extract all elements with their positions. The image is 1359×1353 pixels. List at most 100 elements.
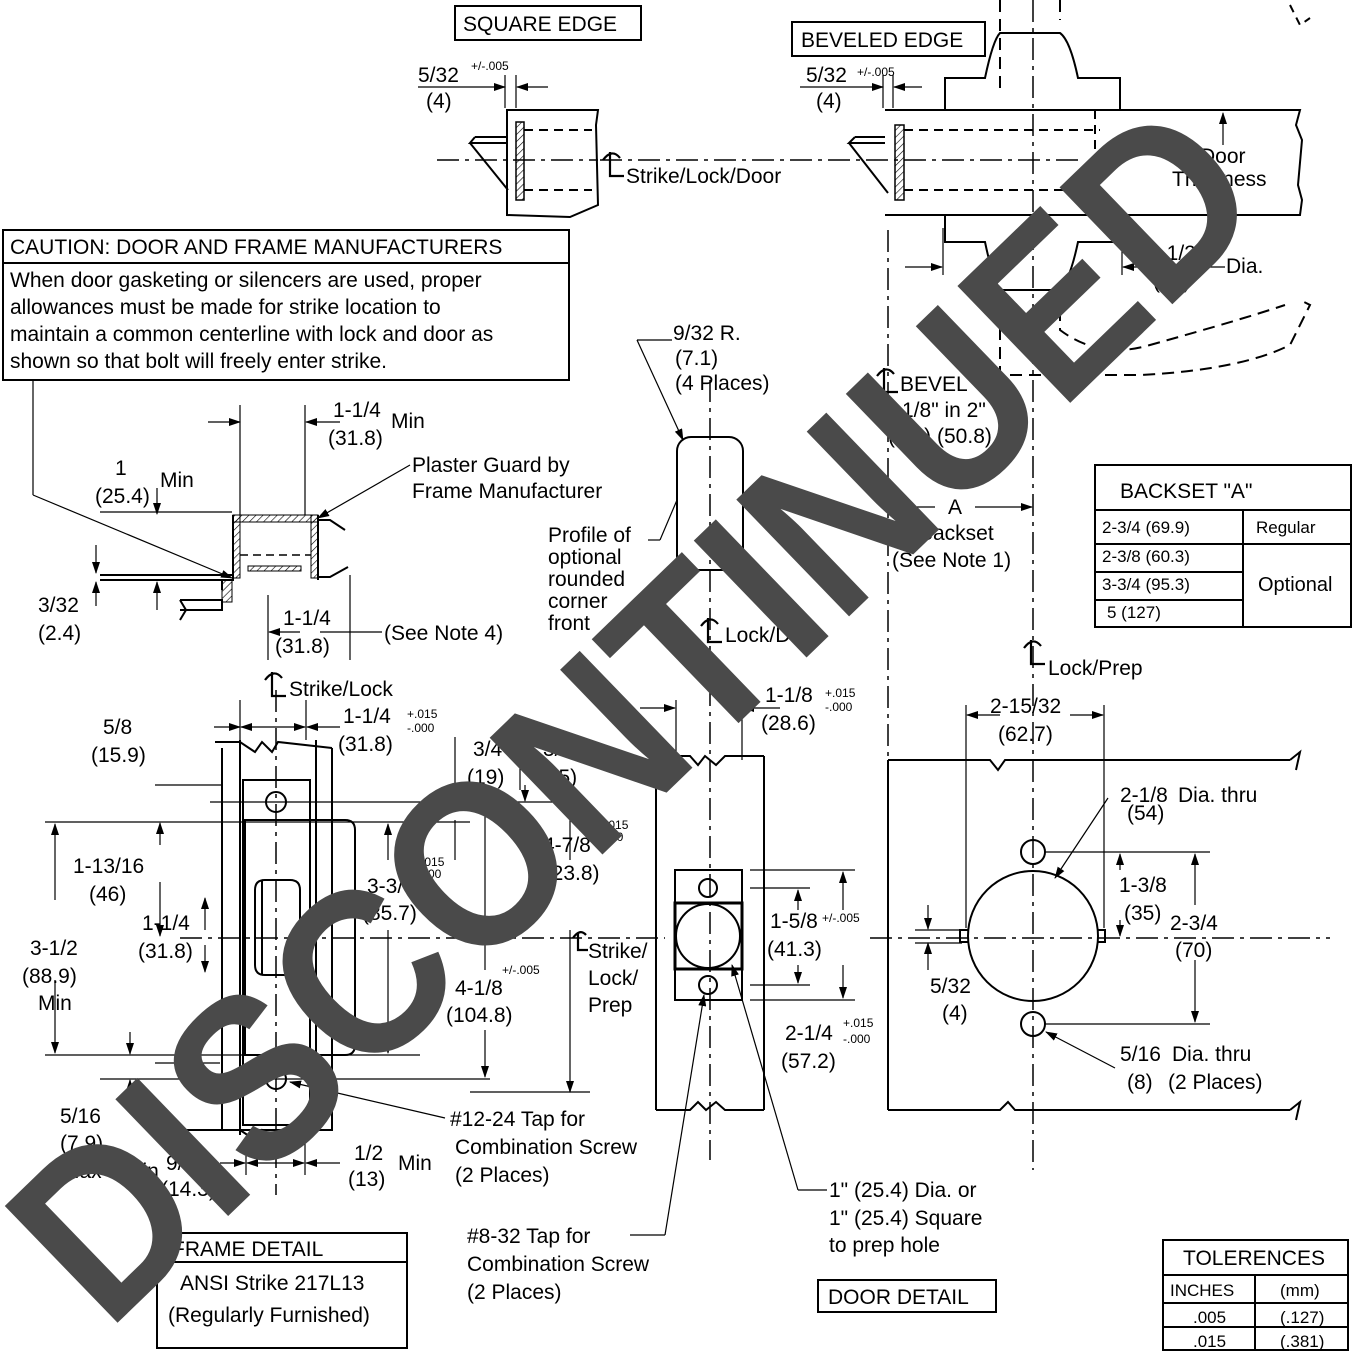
backset-table	[1094, 464, 1352, 628]
caution-title: CAUTION: DOOR AND FRAME MANUFACTURERS	[10, 236, 502, 259]
svg-text:+.015: +.015	[414, 855, 445, 869]
svg-text:Min: Min	[160, 469, 194, 492]
svg-text:(7.9): (7.9)	[60, 1132, 103, 1155]
radius-label: 9/32 R.	[673, 322, 741, 345]
backset-table-title: BACKSET "A"	[1120, 480, 1252, 503]
door-detail-box	[817, 1279, 997, 1313]
tol-row-2-mm: (.381)	[1280, 1332, 1324, 1351]
dim-3-1-2-dia-in: 3-1/2	[1148, 242, 1196, 265]
svg-text:(25.4): (25.4)	[95, 485, 150, 508]
tol-row-1-in: .005	[1193, 1308, 1226, 1327]
svg-text:(85.7): (85.7)	[362, 902, 417, 925]
dim-2-3-4-in: 2-3/4	[1170, 912, 1218, 935]
dim-1-5-8-in: 1-5/8	[770, 910, 818, 933]
door-detail-title: DOOR DETAIL	[828, 1286, 969, 1309]
svg-text:(4): (4)	[426, 90, 452, 113]
dim-3-1-2-min-in: 3-1/2	[30, 937, 78, 960]
dim-5-32-in: 5/32	[418, 64, 459, 87]
svg-text:(2 Places): (2 Places)	[1168, 1071, 1263, 1094]
svg-text:maintain a common centerline w: maintain a common centerline with lock a…	[10, 323, 493, 346]
door-edge-view	[630, 339, 855, 1236]
strike-frame-view	[45, 690, 665, 1195]
square-edge-view	[418, 5, 642, 219]
strike-lock-door-centerline-label: Strike/Lock/Door	[626, 165, 781, 188]
svg-text:(Regularly Furnished): (Regularly Furnished)	[168, 1304, 370, 1327]
svg-text:+.015: +.015	[598, 818, 629, 832]
backset-row-3-size: 3-3/4 (95.3)	[1102, 575, 1190, 594]
svg-text:corner: corner	[548, 590, 608, 613]
svg-text:optional: optional	[548, 546, 622, 569]
svg-text:Min: Min	[391, 410, 425, 433]
dim-1-1-4-note4-in: 1-1/4	[283, 607, 331, 630]
dim-4-7-8-in: 4-7/8	[543, 834, 591, 857]
svg-text:(123.8): (123.8)	[533, 862, 600, 885]
dim-5-32-prep-in: 5/32	[930, 975, 971, 998]
ansi-strike-label: ANSI Strike 217L13	[180, 1272, 364, 1295]
caution-box	[2, 229, 570, 579]
svg-text:Combination Screw: Combination Screw	[467, 1253, 650, 1276]
tol-row-2-in: .015	[1193, 1332, 1226, 1351]
tolerances-title: TOLERENCES	[1183, 1247, 1325, 1270]
svg-text:rounded: rounded	[548, 568, 625, 591]
backset-row-2-size: 2-3/8 (60.3)	[1102, 547, 1190, 566]
dim-5-8-in: 5/8	[103, 716, 132, 739]
tol-row-1-mm: (.127)	[1280, 1308, 1324, 1327]
svg-text:(3.2) (50.8): (3.2) (50.8)	[888, 425, 992, 448]
backset-a-label: A	[948, 496, 962, 519]
svg-text:+/-.005: +/-.005	[502, 963, 540, 977]
svg-text:(4): (4)	[942, 1002, 968, 1025]
lock-door-centerline-label: Lock/Door	[725, 624, 821, 647]
dim-1-min-in: 1	[115, 457, 127, 480]
tap-12-24-label: #12-24 Tap for	[450, 1108, 585, 1131]
backset-label: Backset	[919, 522, 994, 545]
dim-5-32-bevel-in: 5/32	[806, 64, 847, 87]
svg-text:1" (25.4) Square: 1" (25.4) Square	[829, 1207, 982, 1230]
svg-text:(35): (35)	[1124, 902, 1161, 925]
dim-3-8-in: 3/8	[543, 738, 572, 761]
dia-label: Dia.	[1226, 255, 1263, 278]
dim-2-15-32-in: 2-15/32	[990, 695, 1061, 718]
svg-text:+.015: +.015	[407, 707, 438, 721]
frame-detail-title: FRAME DETAIL	[172, 1238, 323, 1261]
svg-text:Min: Min	[38, 992, 72, 1015]
svg-text:(31.8): (31.8)	[275, 635, 330, 658]
svg-text:to prep hole: to prep hole	[829, 1234, 940, 1257]
dim-5-16-hole-in: 5/16	[1120, 1043, 1161, 1066]
door-thickness-label: Door	[1200, 145, 1246, 168]
dim-1-2-in: 1/2	[354, 1142, 383, 1165]
svg-text:(54): (54)	[1127, 802, 1164, 825]
strike-lock-centerline-label: Strike/Lock	[289, 678, 393, 701]
dim-1-1-4-vertical-in: 1-1/4	[142, 912, 190, 935]
profile-label: Profile of	[548, 524, 631, 547]
svg-text:(8): (8)	[1127, 1071, 1153, 1094]
svg-text:(2 Places): (2 Places)	[455, 1164, 550, 1187]
svg-text:Thickness: Thickness	[1172, 168, 1267, 191]
door-prep-view	[870, 503, 1330, 1121]
svg-text:allowances must be made for st: allowances must be made for strike locat…	[10, 296, 441, 319]
beveled-edge-label: BEVELED EDGE	[801, 29, 963, 52]
strike-lock-prep-centerline-label: Strike/	[588, 940, 648, 963]
dim-5-16-in: 5/16	[60, 1105, 101, 1128]
svg-text:(89): (89)	[1153, 270, 1190, 293]
svg-text:-.000: -.000	[414, 867, 442, 881]
svg-text:+.015: +.015	[843, 1016, 874, 1030]
svg-text:+/-.005: +/-.005	[471, 59, 509, 73]
svg-text:front: front	[548, 612, 590, 635]
svg-text:Max: Max	[62, 1160, 102, 1183]
svg-text:shown so that bolt will freely: shown so that bolt will freely enter str…	[10, 350, 387, 373]
svg-text:Prep: Prep	[588, 994, 632, 1017]
see-note-4-label: (See Note 4)	[384, 622, 503, 645]
frame-detail-box	[156, 1232, 408, 1349]
svg-text:(4): (4)	[816, 90, 842, 113]
svg-text:(14.3): (14.3)	[161, 1178, 216, 1201]
svg-text:(9.5): (9.5)	[534, 766, 577, 789]
lock-prep-centerline-label: Lock/Prep	[1048, 657, 1143, 680]
svg-text:+/-.005: +/-.005	[857, 65, 895, 79]
svg-text:(31.8): (31.8)	[328, 427, 383, 450]
svg-text:(19): (19)	[467, 766, 504, 789]
svg-text:+.015: +.015	[825, 686, 856, 700]
svg-text:(See Note 1): (See Note 1)	[892, 549, 1011, 572]
svg-text:(46): (46)	[89, 883, 126, 906]
svg-text:(70): (70)	[1175, 939, 1212, 962]
square-edge-label: SQUARE EDGE	[463, 13, 617, 36]
